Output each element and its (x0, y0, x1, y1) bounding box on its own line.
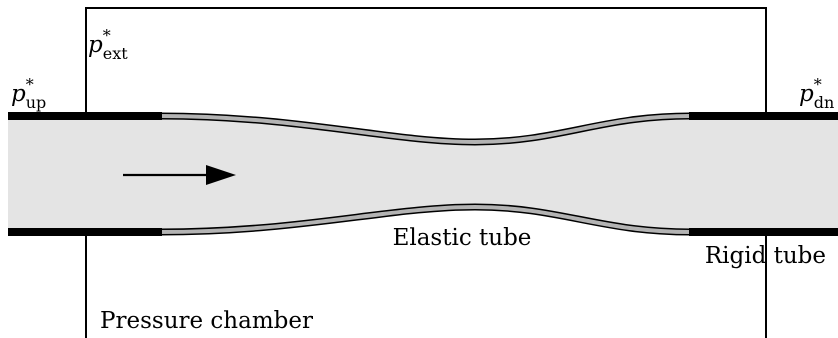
rigid-tube-downstream-bottom-wall (689, 228, 838, 236)
label-rigid-tube: Rigid tube (705, 243, 826, 269)
elastic-tube-bottom-wall (159, 203, 691, 236)
rigid-tube-downstream-top-wall (689, 112, 838, 120)
flow-arrow-icon (123, 165, 236, 185)
rigid-tube-upstream-top-wall (8, 112, 162, 120)
label-elastic-tube: Elastic tube (393, 225, 532, 251)
label-pressure-chamber: Pressure chamber (100, 308, 313, 334)
pressure-chamber-outline (85, 7, 767, 112)
label-p-dn: p*dn (799, 75, 834, 112)
label-p-up: p*up (11, 75, 46, 112)
fluid-region (8, 119, 838, 229)
label-p-ext: p*ext (88, 26, 128, 63)
elastic-tube-top-wall (159, 112, 691, 146)
rigid-tube-upstream-bottom-wall (8, 228, 162, 236)
